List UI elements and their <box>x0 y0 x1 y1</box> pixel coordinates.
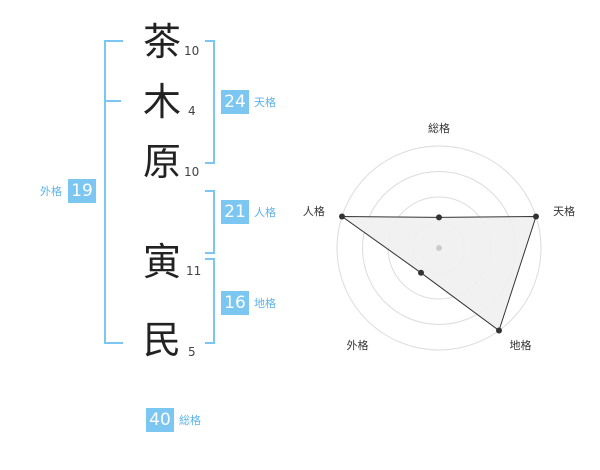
chikaku-label: 地格 <box>254 297 276 310</box>
tenkaku-badge: 24 天格 <box>221 90 276 114</box>
radar-axis-label: 地格 <box>510 338 532 352</box>
tenkaku-bracket <box>205 40 215 164</box>
tenkaku-label: 天格 <box>254 96 276 109</box>
soukaku-label: 総格 <box>179 414 201 427</box>
stroke-count-1: 10 <box>184 44 200 58</box>
radar-axis-label: 総格 <box>428 121 450 135</box>
chikaku-value: 16 <box>221 291 249 315</box>
name-char-2: 木 <box>142 80 181 124</box>
name-char-5: 民 <box>142 318 181 362</box>
soukaku-value: 40 <box>146 408 174 432</box>
chikaku-bracket <box>205 258 215 344</box>
name-char-1: 茶 <box>142 20 181 64</box>
radar-point-5 <box>339 213 345 220</box>
jinkaku-label: 人格 <box>254 206 276 219</box>
gaikaku-badge: 外格 19 <box>40 179 96 203</box>
radar-polygon <box>340 215 537 332</box>
gaikaku-bracket <box>104 40 123 344</box>
stroke-count-4: 11 <box>186 264 202 278</box>
stroke-count-2: 4 <box>188 104 196 118</box>
radar-center-dot <box>436 245 442 251</box>
jinkaku-value: 21 <box>221 200 249 224</box>
jinkaku-badge: 21 人格 <box>221 200 276 224</box>
jinkaku-bracket <box>205 190 215 254</box>
radar-axis-label: 天格 <box>553 204 575 218</box>
gaikaku-bracket-inner <box>104 100 121 102</box>
radar-point-2 <box>533 213 539 220</box>
name-char-3: 原 <box>142 140 181 184</box>
radar-axis-label: 人格 <box>303 204 325 218</box>
stroke-count-5: 5 <box>188 345 196 359</box>
tenkaku-value: 24 <box>221 90 249 114</box>
radar-point-1 <box>436 214 442 221</box>
radar-ring <box>336 145 542 351</box>
radar-point-4 <box>418 269 424 276</box>
radar-axis-label: 外格 <box>347 338 369 352</box>
gaikaku-label: 外格 <box>40 185 62 198</box>
soukaku-badge: 40 総格 <box>146 408 201 432</box>
gaikaku-value: 19 <box>68 179 96 203</box>
radar-point-3 <box>496 327 502 334</box>
stroke-count-3: 10 <box>184 165 200 179</box>
chikaku-badge: 16 地格 <box>221 291 276 315</box>
name-char-4: 寅 <box>142 240 181 284</box>
